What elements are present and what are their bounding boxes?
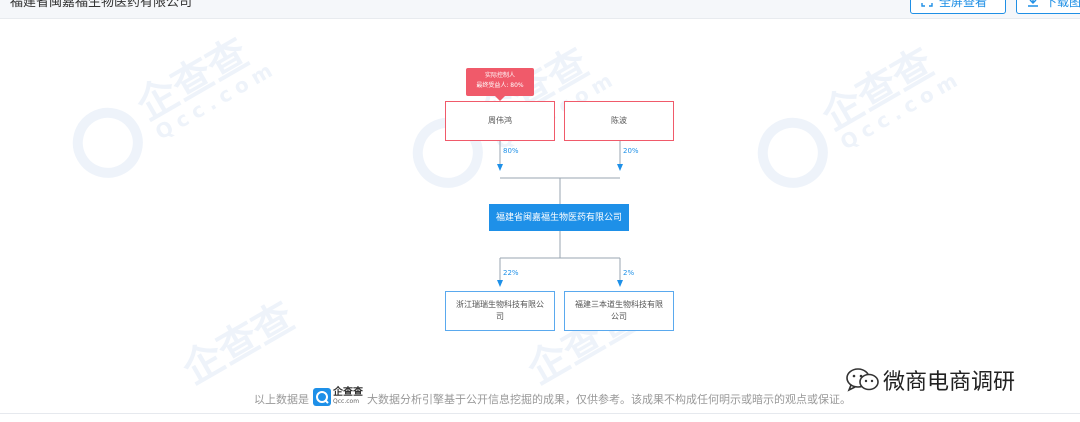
fullscreen-label: 全屏查看: [939, 0, 988, 9]
fullscreen-button[interactable]: 全屏查看: [910, 0, 1006, 14]
wechat-watermark: 微商电商调研: [845, 364, 1015, 396]
controller-tag-title: 实际控制人: [484, 72, 515, 79]
download-icon: [1028, 0, 1038, 7]
qcc-logo-icon: [313, 388, 331, 406]
company-title: 福建省闽嘉福生物医药有限公司: [10, 0, 193, 10]
shareholding-percent: 80%: [503, 147, 519, 155]
download-label: 下载图: [1045, 0, 1080, 9]
shareholder-name: 周伟鸿: [488, 116, 512, 125]
footer-logo-name: 企查查: [333, 387, 363, 398]
wechat-account-name: 微商电商调研: [883, 370, 1016, 395]
footer-prefix: 以上数据是: [254, 393, 309, 406]
subsidiary-node[interactable]: 浙江瑞瑞生物科技有限公司: [445, 291, 555, 331]
center-company-name: 福建省闽嘉福生物医药有限公司: [495, 212, 622, 223]
controller-tag-beneficiary: 最终受益人: 80%: [476, 82, 524, 89]
subsidiary-name: 浙江瑞瑞生物科技有限公司: [456, 300, 544, 321]
shareholder-node[interactable]: 周伟鸿: [445, 101, 555, 141]
subsidiary-name: 福建三本道生物科技有限公司: [575, 300, 663, 321]
shareholder-name: 陈波: [611, 116, 627, 125]
controller-tag: 实际控制人 最终受益人: 80%: [466, 68, 534, 96]
wechat-icon: [846, 368, 879, 392]
investment-percent: 22%: [503, 269, 519, 277]
arrow-icon: [497, 164, 623, 287]
investment-percent: 2%: [623, 269, 635, 277]
footer-divider: [0, 413, 1080, 414]
title-bar: 福建省闽嘉福生物医药有限公司 全屏查看 下载图: [0, 0, 1080, 19]
center-company-node[interactable]: 福建省闽嘉福生物医药有限公司: [489, 204, 629, 231]
subsidiary-node[interactable]: 福建三本道生物科技有限公司: [564, 291, 674, 331]
shareholding-percent: 20%: [623, 147, 639, 155]
footer-logo: 企查查 Qcc.com: [313, 388, 363, 406]
download-button[interactable]: 下载图: [1016, 0, 1080, 14]
shareholder-node[interactable]: 陈波: [564, 101, 674, 141]
footer-disclaimer: 大数据分析引擎基于公开信息挖掘的成果，仅供参考。该成果不构成任何明示或暗示的观点…: [367, 393, 851, 406]
footer-logo-domain: Qcc.com: [333, 398, 360, 405]
tag-pointer: [495, 96, 505, 101]
